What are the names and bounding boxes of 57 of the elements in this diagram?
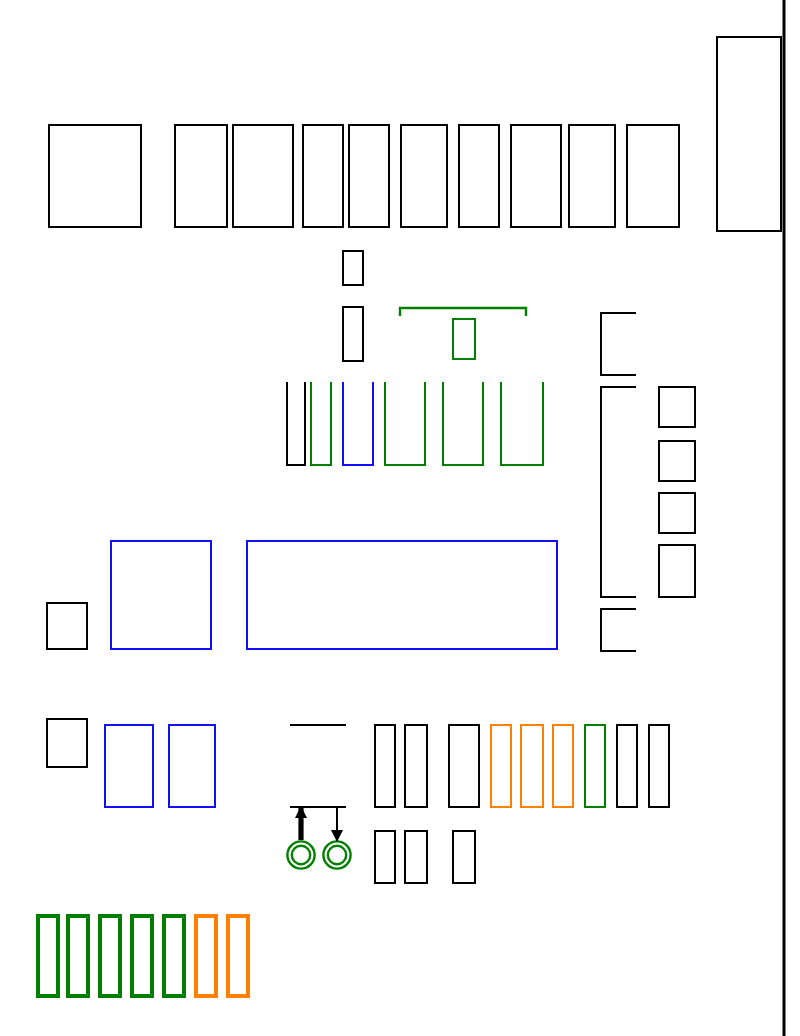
block xyxy=(174,124,228,228)
bar-block xyxy=(290,724,346,808)
block xyxy=(510,124,562,228)
block xyxy=(374,724,396,808)
block xyxy=(246,540,558,650)
block xyxy=(404,830,428,884)
open-top-block xyxy=(286,382,306,466)
block xyxy=(448,724,480,808)
block xyxy=(104,724,154,808)
block xyxy=(110,540,212,650)
arrow xyxy=(295,806,307,840)
block xyxy=(658,492,696,534)
open-top-block xyxy=(500,382,544,466)
block xyxy=(648,724,670,808)
open-top-block xyxy=(310,382,332,466)
arrow xyxy=(331,807,343,842)
block xyxy=(490,724,512,808)
block xyxy=(458,124,500,228)
bracket-block xyxy=(600,386,636,598)
block xyxy=(226,914,250,998)
block xyxy=(658,386,696,428)
block xyxy=(552,724,574,808)
block xyxy=(374,830,396,884)
open-top-block xyxy=(384,382,426,466)
block xyxy=(452,318,476,360)
block xyxy=(404,724,428,808)
block xyxy=(584,724,606,808)
block xyxy=(348,124,390,228)
block xyxy=(626,124,680,228)
double-ring xyxy=(286,840,316,870)
block xyxy=(130,914,154,998)
block xyxy=(302,124,344,228)
block xyxy=(46,602,88,650)
block xyxy=(342,250,364,286)
open-top-block xyxy=(442,382,484,466)
bracket-block xyxy=(600,312,636,376)
open-top-block xyxy=(342,382,374,466)
block xyxy=(568,124,616,228)
block xyxy=(232,124,294,228)
block xyxy=(400,124,448,228)
block xyxy=(716,36,782,232)
block xyxy=(194,914,218,998)
block xyxy=(66,914,90,998)
block xyxy=(616,724,638,808)
block xyxy=(46,718,88,768)
block xyxy=(520,724,544,808)
bracket-block xyxy=(600,608,636,652)
block xyxy=(658,440,696,482)
double-ring xyxy=(322,840,352,870)
block xyxy=(162,914,186,998)
block xyxy=(342,306,364,362)
block xyxy=(452,830,476,884)
block xyxy=(658,544,696,598)
block xyxy=(48,124,142,228)
block xyxy=(98,914,122,998)
block xyxy=(168,724,216,808)
block xyxy=(36,914,60,998)
